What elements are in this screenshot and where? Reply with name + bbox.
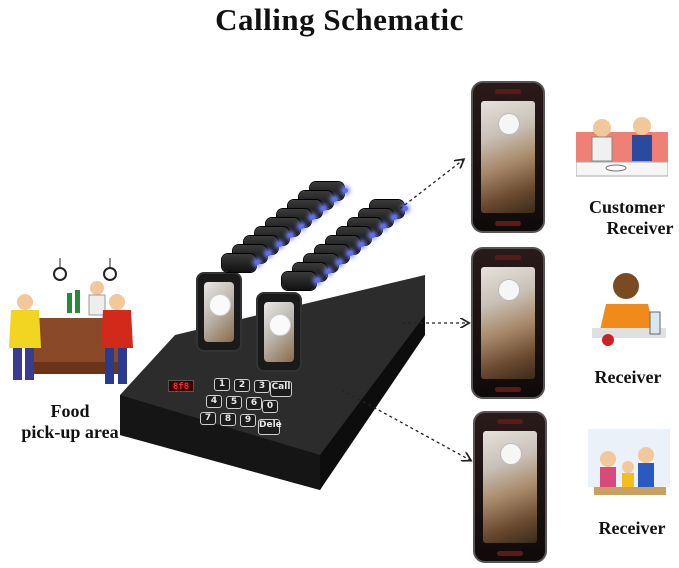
customer-label-line1: Customer (589, 197, 665, 217)
pager-bottom-light (495, 387, 521, 392)
pager-screen (481, 267, 535, 379)
key-delete[interactable]: Dele (258, 419, 282, 435)
key-1[interactable]: 1 (214, 378, 230, 391)
pager-screen (204, 282, 234, 342)
pager-screen (264, 302, 294, 362)
key-call[interactable]: Call (270, 381, 292, 397)
receiver-pager-1 (471, 81, 545, 233)
key-2[interactable]: 2 (234, 379, 250, 392)
food-pickup-illustration (5, 258, 140, 398)
food-pickup-label: Food pick-up area (0, 401, 140, 443)
receiver-label-2: Receiver (594, 367, 662, 387)
stacked-pager (222, 254, 260, 272)
key-0[interactable]: 0 (262, 400, 278, 413)
stacked-pager (282, 272, 320, 290)
vibration-dot (498, 113, 520, 135)
pager-top-light (495, 89, 521, 94)
receiver-pager-3 (473, 411, 547, 563)
customer-label-line2: Receiver (606, 218, 674, 238)
food-label-line1: Food (50, 401, 90, 421)
number-display: 8f8 (168, 380, 194, 392)
front-pager-left (196, 272, 242, 352)
key-7[interactable]: 7 (200, 412, 216, 425)
vibration-dot (500, 443, 522, 465)
front-pager-right (256, 292, 302, 372)
key-4[interactable]: 4 (206, 395, 222, 408)
pager-top-light (497, 419, 523, 424)
receiver-label-3: Receiver (598, 518, 666, 538)
pager-screen (481, 101, 535, 213)
diner-illustration (588, 268, 670, 356)
customer-receiver-label: Customer Receiver (572, 197, 679, 239)
receiver-pager-2 (471, 247, 545, 399)
family-illustration (588, 423, 670, 505)
key-8[interactable]: 8 (220, 413, 236, 426)
key-3[interactable]: 3 (254, 380, 270, 393)
diagram-title: Calling Schematic (215, 2, 464, 37)
key-5[interactable]: 5 (226, 396, 242, 409)
vibration-dot (498, 279, 520, 301)
pager-top-light (495, 255, 521, 260)
pager-bottom-light (497, 551, 523, 556)
customer-couple-illustration (575, 112, 669, 184)
key-9[interactable]: 9 (240, 414, 256, 427)
pager-screen (483, 431, 537, 543)
key-6[interactable]: 6 (246, 397, 262, 410)
pager-bottom-light (495, 221, 521, 226)
food-label-line2: pick-up area (21, 422, 119, 442)
pager-stack-left (200, 182, 350, 292)
